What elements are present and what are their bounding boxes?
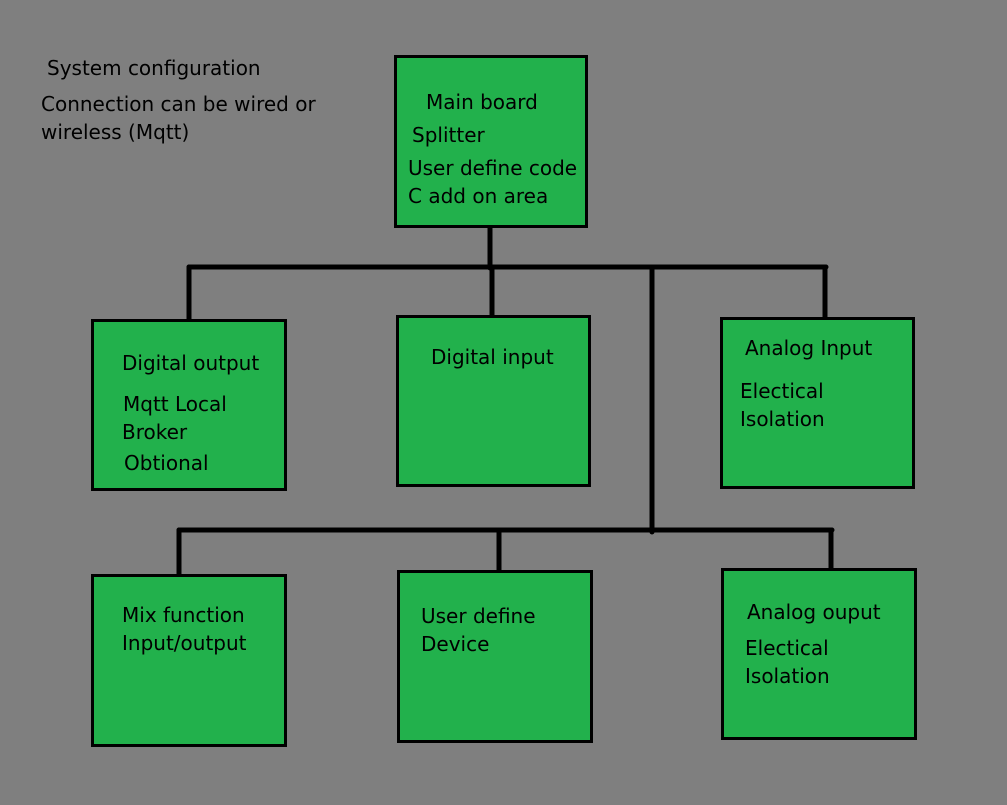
digital-output-line-broker: Broker	[122, 420, 188, 444]
analog-output-label: Analog ouput	[747, 600, 881, 624]
system-configuration-label: System configuration	[47, 56, 261, 80]
user-define-line-device: Device	[421, 632, 490, 656]
main-board-line-addon: C add on area	[408, 184, 549, 208]
analog-input-box: Analog Input Electical Isolation	[720, 317, 915, 489]
digital-input-box: Digital input	[396, 315, 591, 487]
digital-output-box: Digital output Mqtt Local Broker Obtiona…	[91, 319, 287, 491]
main-board-line-splitter: Splitter	[412, 123, 485, 147]
digital-output-label: Digital output	[122, 351, 260, 375]
mix-function-box: Mix function Input/output	[91, 574, 287, 747]
mix-function-label: Mix function	[122, 603, 245, 627]
analog-input-line-isolation: Isolation	[740, 407, 825, 431]
main-board-line-code: User define code	[408, 156, 578, 180]
user-define-label: User define	[421, 604, 536, 628]
digital-output-line-mqtt: Mqtt Local	[123, 392, 227, 416]
analog-output-line-isolation: Isolation	[745, 664, 830, 688]
connection-note-line-1: Connection can be wired or	[41, 92, 316, 116]
analog-input-label: Analog Input	[745, 336, 873, 360]
analog-output-line-electrical: Electical	[745, 636, 829, 660]
mix-function-line-io: Input/output	[122, 631, 247, 655]
digital-input-label: Digital input	[431, 345, 554, 369]
main-board-box: Main board Splitter User define code C a…	[394, 55, 588, 228]
main-board-label: Main board	[426, 90, 538, 114]
connection-note-line-2: wireless (Mqtt)	[41, 120, 190, 144]
digital-output-line-optional: Obtional	[124, 451, 209, 475]
analog-input-line-electrical: Electical	[740, 379, 824, 403]
user-define-box: User define Device	[397, 570, 593, 743]
analog-output-box: Analog ouput Electical Isolation	[721, 568, 917, 740]
